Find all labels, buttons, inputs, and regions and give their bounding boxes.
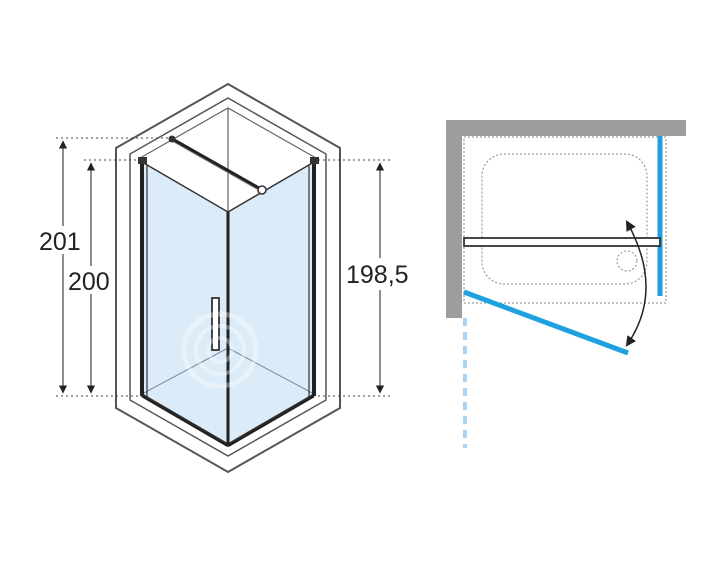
wall-left bbox=[446, 120, 462, 318]
door-handle-icon bbox=[211, 297, 220, 351]
dim-label-201: 201 bbox=[39, 228, 81, 256]
stabilizer-end-glass bbox=[257, 185, 267, 195]
hinge-top-right bbox=[310, 157, 319, 164]
glass-panel-right bbox=[227, 160, 315, 446]
wall-top bbox=[446, 120, 686, 136]
dim-label-198-5: 198,5 bbox=[346, 261, 409, 289]
door-open-panel bbox=[463, 289, 629, 356]
stabilizer-end-wall bbox=[168, 135, 176, 143]
plan-view bbox=[446, 120, 686, 448]
isometric-view: 201 200 198,5 bbox=[38, 82, 416, 474]
stabilizer-bar-plan bbox=[463, 237, 661, 247]
tray-basin bbox=[481, 153, 648, 285]
stabilizer-bar bbox=[171, 137, 263, 192]
stabilizer-bar-highlight bbox=[171, 140, 263, 193]
tray-outline bbox=[463, 136, 667, 304]
dimension-lines: 201 200 198,5 bbox=[38, 137, 416, 397]
swing-arrow-icon bbox=[625, 220, 647, 347]
drain-icon bbox=[616, 250, 638, 272]
profile-bottom-left bbox=[141, 394, 229, 448]
profile-bottom-right bbox=[227, 394, 315, 448]
tray-inner-outline bbox=[129, 97, 327, 457]
watermark-logo-icon bbox=[181, 311, 259, 389]
dim-label-200: 200 bbox=[68, 268, 110, 296]
hinge-top-left bbox=[138, 157, 147, 164]
